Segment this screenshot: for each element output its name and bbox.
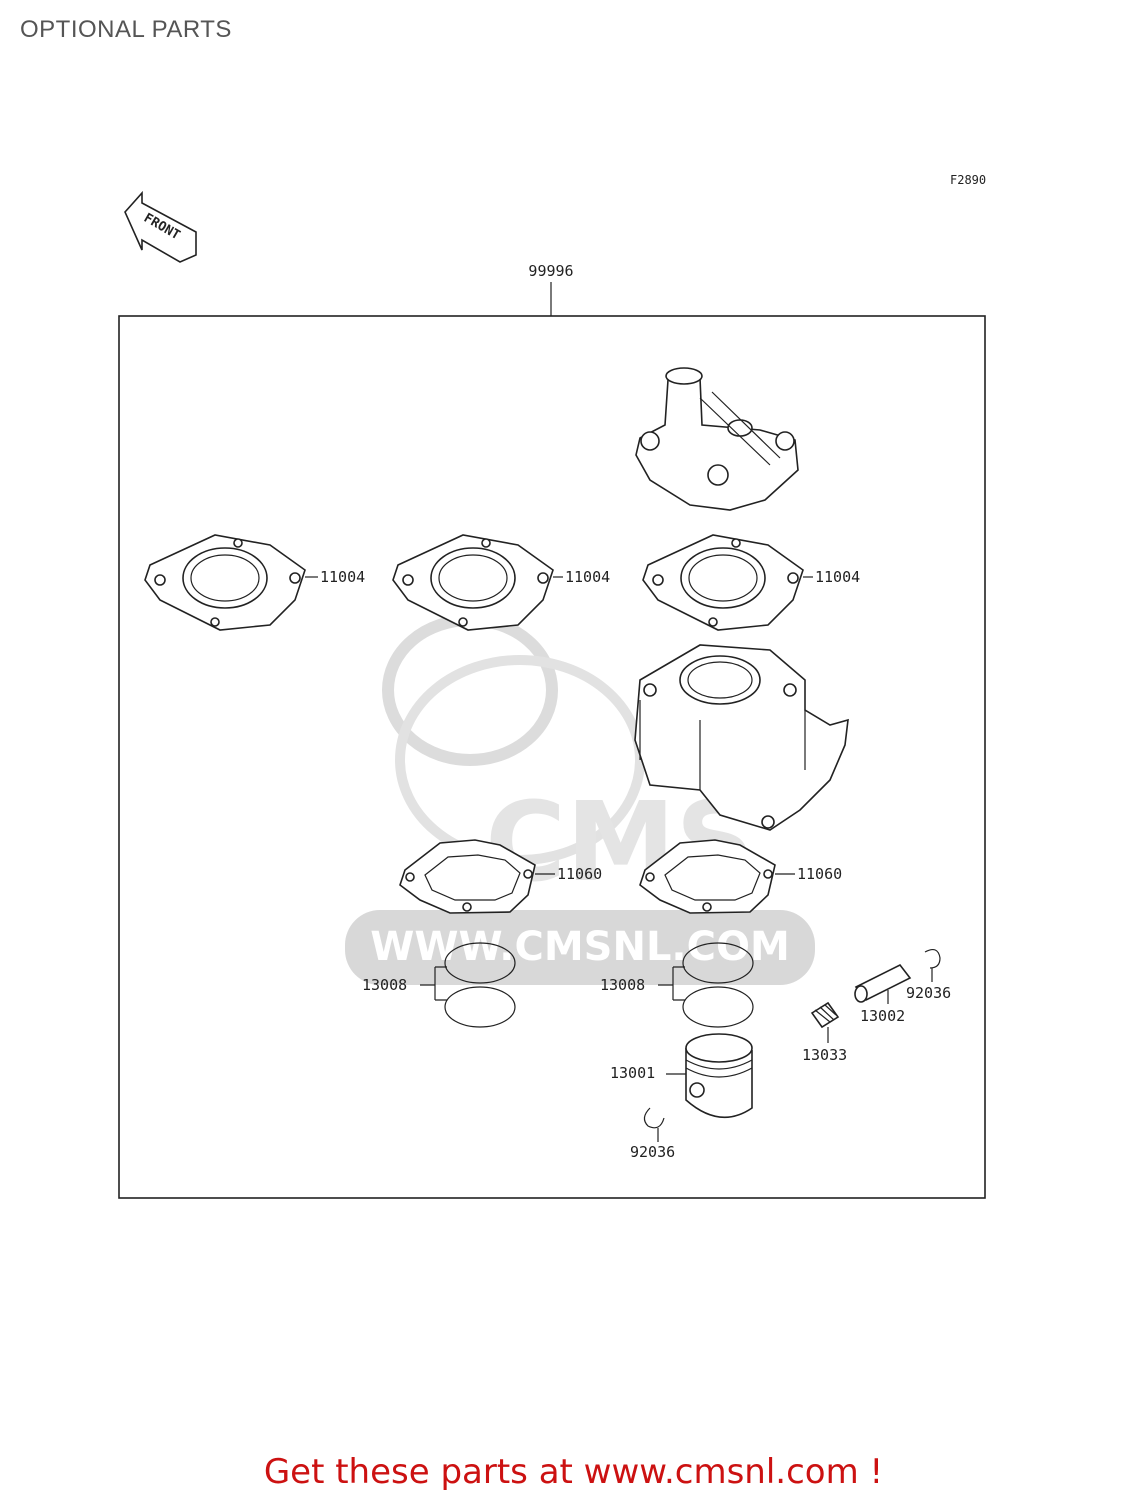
cylinder-head [635,367,799,511]
footer-link[interactable]: Get these parts at www.cmsnl.com ! [263,1452,884,1492]
circlip-lower-number: 92036 [630,1143,675,1161]
head-gasket-3-number: 11004 [815,568,860,586]
kit-part-number: 99996 [528,262,573,280]
ring-set-1-number: 13008 [362,976,407,994]
circlip-upper-number: 92036 [906,984,951,1002]
piston-ring-set-2 [658,942,754,1028]
head-gasket-2-number: 11004 [565,568,610,586]
base-gasket-1 [399,839,536,914]
piston-number: 13001 [610,1064,655,1082]
diagram-code: F2890 [950,173,987,187]
watermark-url: WWW.CMSNL.COM [370,924,790,970]
cylinder [634,644,849,831]
kit-box [118,315,986,1199]
base-gasket-1-number: 11060 [557,865,602,883]
piston-pin-number: 13002 [860,1007,905,1025]
piston [685,1033,753,1119]
ring-set-2-number: 13008 [600,976,645,994]
needle-bearing-number: 13033 [802,1046,847,1064]
page-title: OPTIONAL PARTS [20,16,232,43]
circlip-lower [643,1107,665,1129]
circlip-upper [924,948,941,969]
head-gasket-1-number: 11004 [320,568,365,586]
piston-ring-set-1 [420,942,516,1028]
needle-bearing [810,1001,840,1029]
head-gasket-1 [144,534,306,631]
base-gasket-2-number: 11060 [797,865,842,883]
head-gasket-2 [392,534,554,631]
base-gasket-2 [639,839,776,914]
head-gasket-3 [642,534,804,631]
piston-pin [854,963,912,1003]
front-arrow-icon: FRONT [124,190,197,263]
